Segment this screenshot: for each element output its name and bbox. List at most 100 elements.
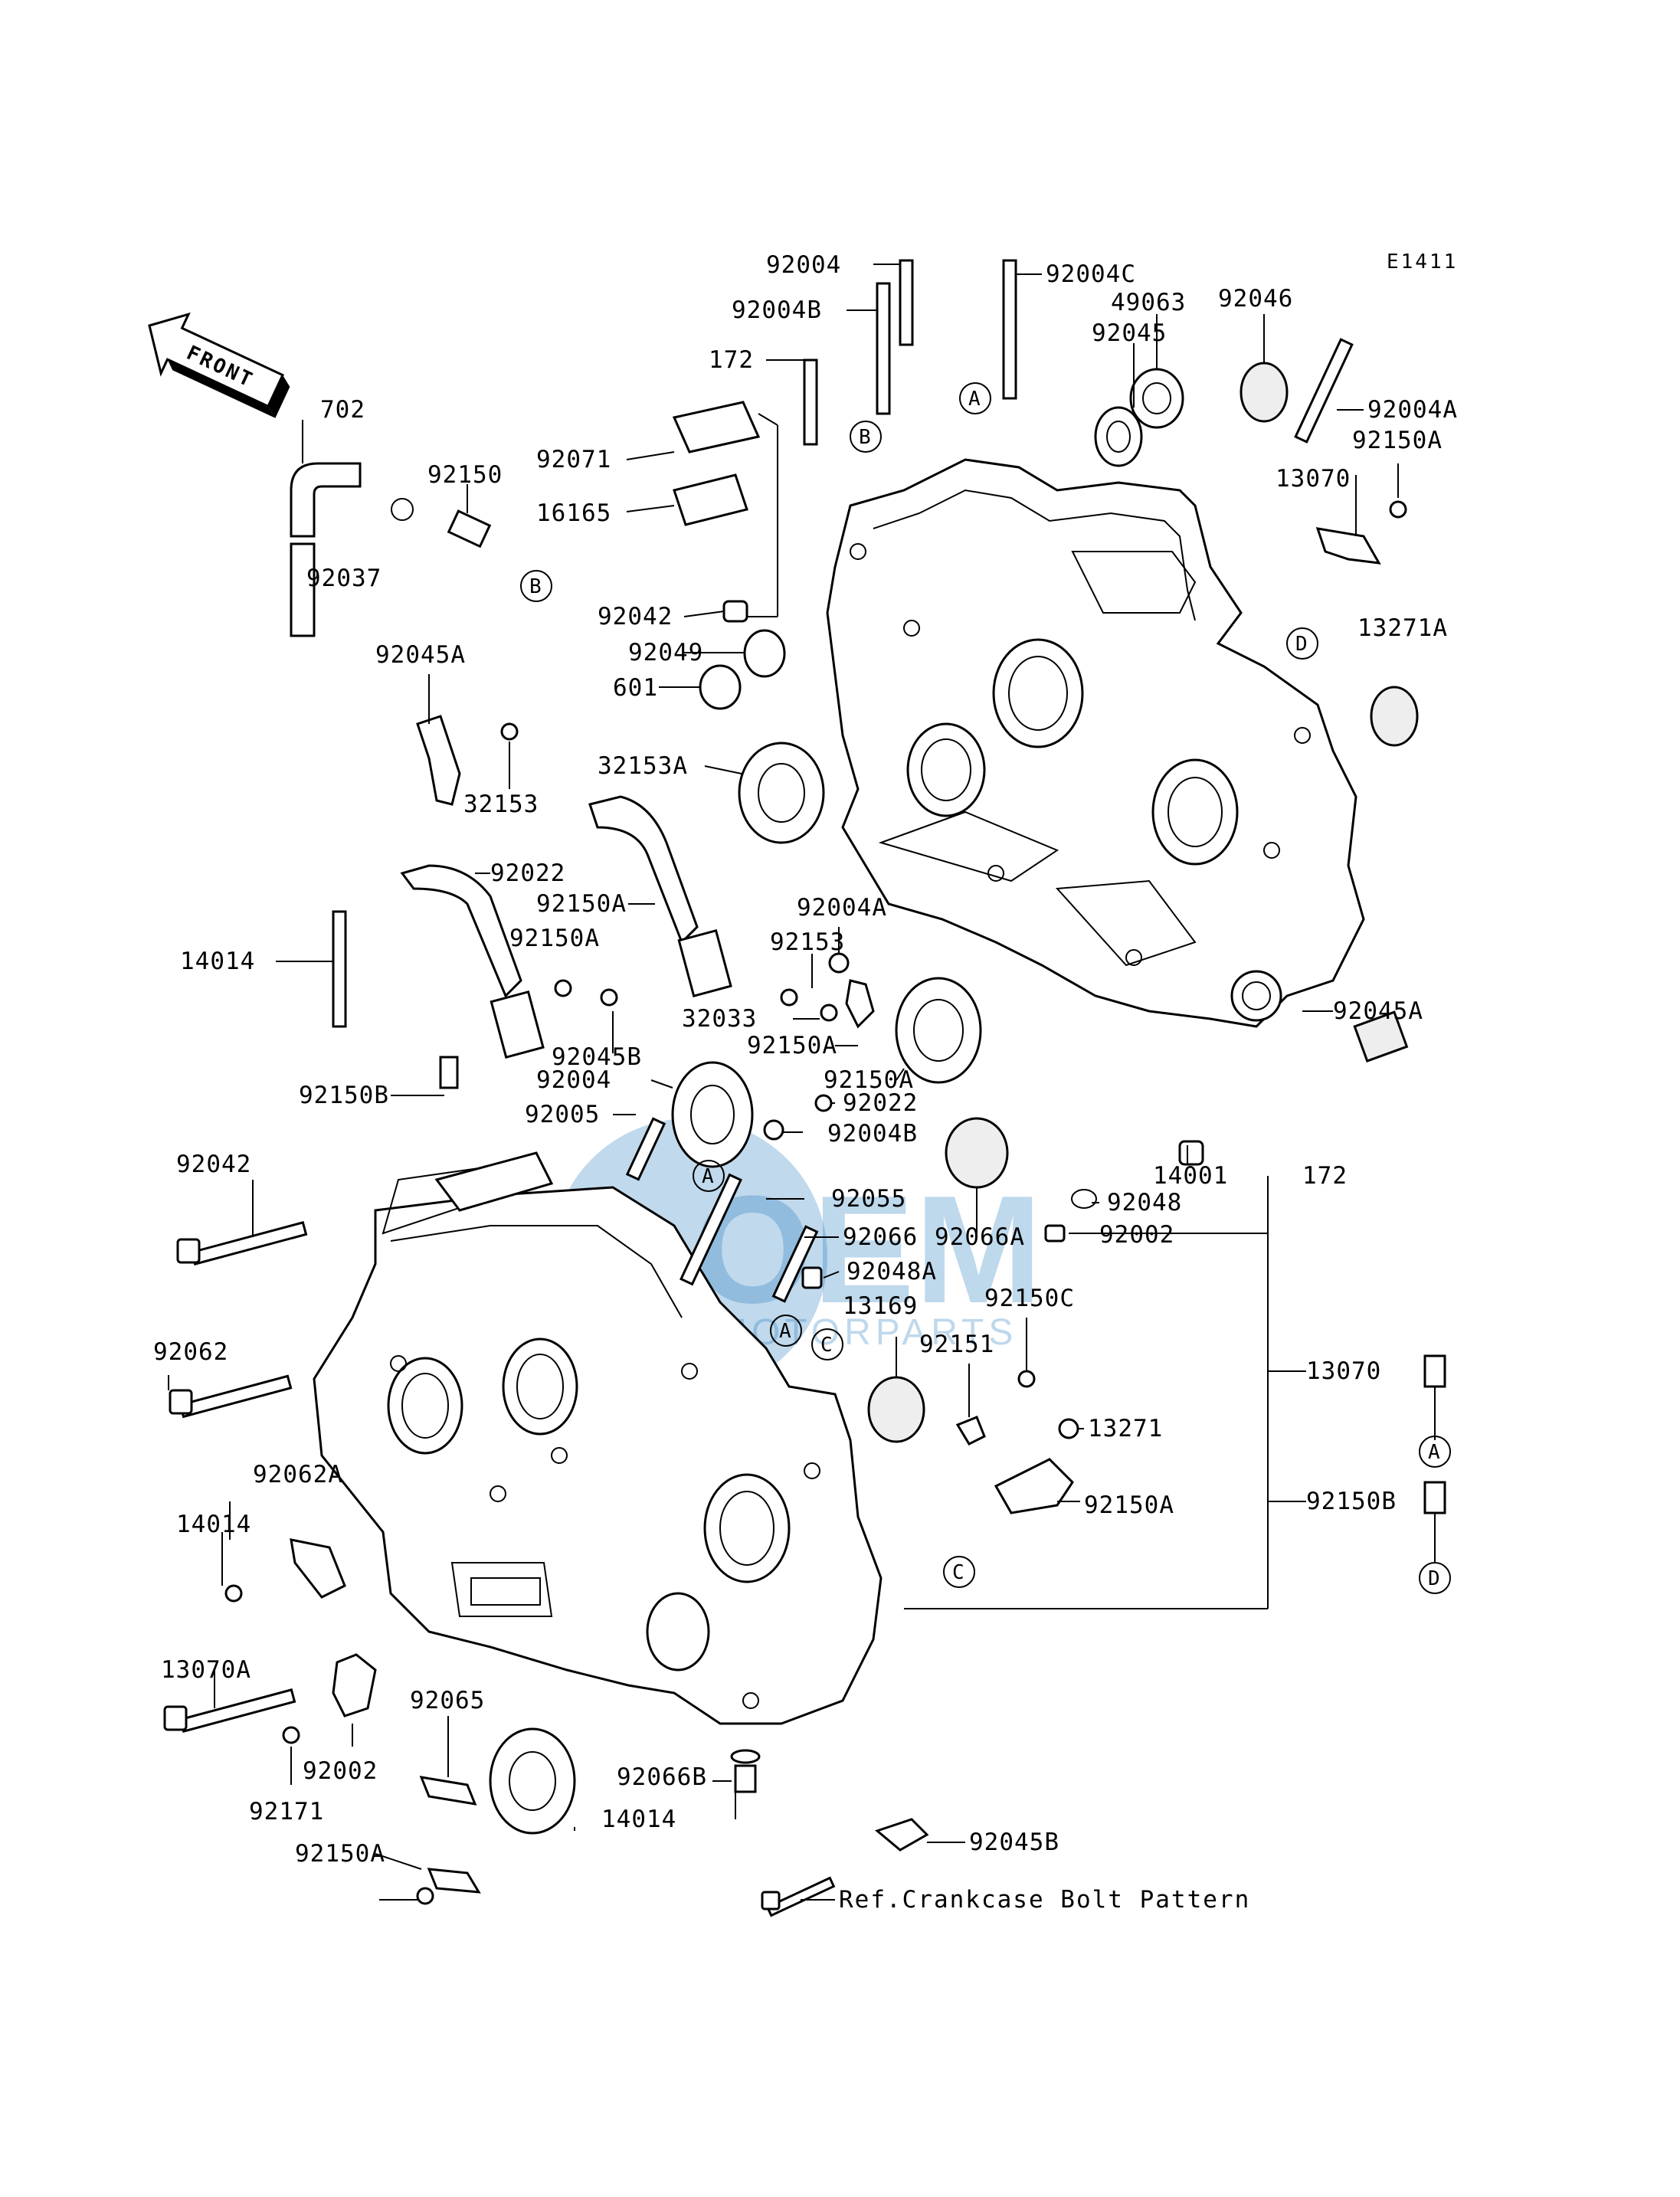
leader-lines bbox=[168, 264, 1436, 1901]
part-label: 92004 bbox=[766, 251, 841, 279]
part-label: 92150A bbox=[824, 1066, 914, 1094]
pin-92005 bbox=[439, 1056, 459, 1089]
pipe-32153a bbox=[400, 864, 522, 998]
ref-letter-c: C bbox=[952, 1561, 964, 1584]
part-label: 172 bbox=[1302, 1162, 1348, 1190]
part-label: 32033 bbox=[682, 1005, 757, 1033]
stud-92004 bbox=[625, 1117, 666, 1181]
plug-92062 bbox=[1423, 1354, 1446, 1388]
bearing-92048a bbox=[867, 1376, 925, 1443]
bolt-92150a-top bbox=[1389, 500, 1407, 519]
bracket-13070a bbox=[332, 1653, 377, 1717]
bracket-13169 bbox=[955, 1416, 986, 1446]
stud-92004a-left bbox=[332, 910, 347, 1028]
part-label: 92046 bbox=[1218, 285, 1293, 313]
part-label: 92048A bbox=[847, 1258, 937, 1285]
pipe-32153a-end bbox=[490, 990, 545, 1059]
watermark-main: OEM bbox=[693, 1164, 1043, 1335]
ref-circle-d-right bbox=[1419, 1562, 1451, 1594]
part-label: 92150B bbox=[299, 1082, 389, 1109]
part-label: 92004B bbox=[827, 1120, 918, 1148]
part-label: 92065 bbox=[410, 1687, 485, 1714]
part-label: 702 bbox=[320, 396, 365, 424]
stud-92004a-top bbox=[1294, 338, 1354, 444]
diagram-code: E1411 bbox=[1387, 250, 1458, 273]
part-label: 92045 bbox=[1092, 319, 1167, 347]
circle-refs: A B B D A A C C A D bbox=[520, 382, 1451, 1594]
bolt-92150c-head bbox=[169, 1389, 193, 1415]
plate-92171 bbox=[874, 1818, 929, 1852]
bearing-601 bbox=[699, 664, 742, 710]
hoses-and-pipes bbox=[290, 401, 1381, 1894]
bracket-14014-low bbox=[419, 1776, 477, 1806]
seal-32033 bbox=[1353, 1010, 1409, 1063]
stud-92004 bbox=[899, 259, 914, 346]
bolt-92150b-low bbox=[178, 1688, 296, 1733]
ref-letter-b: B bbox=[859, 426, 871, 449]
part-label: 92022 bbox=[490, 859, 565, 887]
part-label: 14014 bbox=[180, 948, 255, 975]
bolt-92150c bbox=[178, 1374, 293, 1419]
part-label: 92062 bbox=[153, 1338, 228, 1366]
bolt-92150a-mid bbox=[780, 988, 798, 1007]
bolt-92150b-top-head bbox=[176, 1238, 201, 1264]
bolt-92150a-13271a bbox=[500, 722, 519, 741]
pipe-32153 bbox=[588, 795, 699, 945]
part-label: 92004C bbox=[1046, 260, 1136, 288]
ref-circle-d-top bbox=[1286, 627, 1318, 660]
bearing-92045b-low bbox=[489, 1727, 576, 1835]
gasket-92071 bbox=[672, 401, 761, 453]
ref-letter-d: D bbox=[1295, 633, 1308, 656]
part-label: 92049 bbox=[628, 639, 703, 666]
bearing-92049 bbox=[743, 629, 786, 678]
part-label: 92045A bbox=[1333, 997, 1423, 1025]
left-crankcase-half bbox=[313, 1163, 883, 1725]
stud-92004b bbox=[876, 282, 891, 415]
ref-circle-c-mid bbox=[811, 1328, 843, 1360]
drain-plug-92066b bbox=[734, 1764, 757, 1793]
washer-92022-mid bbox=[763, 1119, 784, 1141]
ref-letter-a: A bbox=[779, 1320, 791, 1343]
ref-letter-d: D bbox=[1428, 1567, 1440, 1590]
bracket-13070-left bbox=[290, 1538, 346, 1599]
bearing-92045 bbox=[1094, 406, 1143, 467]
pipe-32153-end bbox=[677, 928, 732, 998]
bolts bbox=[163, 500, 1407, 1917]
part-label: 92037 bbox=[306, 565, 382, 592]
ref-circle-a-top bbox=[959, 382, 991, 414]
part-labels: 92004 92004C 92004B 49063 92046 92045 17… bbox=[153, 251, 1457, 1868]
part-label: 92071 bbox=[536, 446, 611, 473]
part-label: 92045A bbox=[375, 641, 466, 669]
reference-note: Ref.Crankcase Bolt Pattern bbox=[839, 1886, 1250, 1914]
part-label: 32153A bbox=[598, 752, 688, 780]
plug-92066a bbox=[1044, 1224, 1066, 1243]
ref-circle-a-mid2 bbox=[770, 1315, 802, 1347]
part-label: 92042 bbox=[598, 603, 673, 630]
part-label: 92153 bbox=[770, 928, 845, 956]
stud-172 bbox=[803, 359, 818, 446]
bolt-ref-head bbox=[761, 1891, 781, 1911]
ref-letter-c: C bbox=[820, 1334, 833, 1357]
part-label: 13271A bbox=[1357, 614, 1448, 642]
bolt-92150b-top bbox=[190, 1221, 308, 1265]
part-label: 13070 bbox=[1306, 1357, 1381, 1385]
watermark-sub: MOTORPARTS bbox=[716, 1312, 1017, 1353]
part-label: 13070 bbox=[1276, 465, 1351, 493]
part-label: 92066B bbox=[617, 1763, 707, 1791]
part-label: 92150A bbox=[1352, 427, 1443, 454]
part-label: 92150A bbox=[1084, 1491, 1174, 1519]
ref-letter-a: A bbox=[702, 1165, 714, 1188]
part-label: 92004B bbox=[732, 296, 822, 324]
part-label: 92045B bbox=[552, 1043, 642, 1071]
stud-92004b-mid bbox=[680, 1173, 742, 1286]
bracket-13271 bbox=[994, 1458, 1074, 1514]
part-label: 92002 bbox=[1099, 1221, 1174, 1249]
part-label: 92022 bbox=[843, 1089, 918, 1117]
bracket-13271a bbox=[416, 715, 461, 806]
part-label: 92042 bbox=[176, 1151, 251, 1178]
washer-92022-top bbox=[828, 952, 850, 974]
part-label: 92150 bbox=[427, 461, 503, 489]
bolt-92150a-2 bbox=[814, 1094, 833, 1112]
plug-92066 bbox=[801, 1266, 823, 1289]
